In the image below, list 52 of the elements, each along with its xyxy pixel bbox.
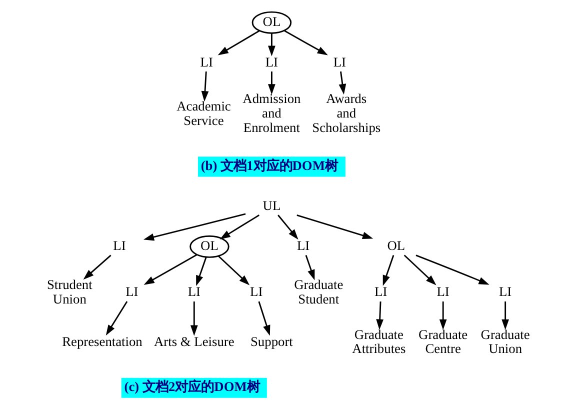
- arrow: [438, 301, 446, 330]
- arrow: [501, 301, 509, 330]
- node-text: LI: [187, 284, 200, 300]
- node-text: Awards and Scholarships: [312, 91, 380, 135]
- arrow: [268, 33, 275, 56]
- arrow: [268, 71, 275, 95]
- node-text: LI: [436, 284, 449, 300]
- arrow: [277, 214, 298, 240]
- node-text: Strudent Union: [46, 276, 92, 306]
- arrow: [190, 301, 198, 336]
- arrow: [143, 254, 197, 285]
- arrow: [196, 257, 206, 286]
- arrow: [82, 254, 111, 280]
- node-text: LI: [200, 54, 212, 70]
- node-text: OL: [386, 238, 405, 254]
- node-text: Support: [250, 334, 292, 349]
- arrow: [142, 213, 246, 241]
- node-text: Representation: [62, 334, 142, 349]
- node-text: LI: [498, 284, 512, 300]
- arrow: [304, 255, 314, 280]
- arrow: [382, 255, 394, 286]
- node-text: Arts & Leisure: [153, 334, 234, 349]
- label: (c) 文档2对应的DOM树: [124, 378, 260, 394]
- node-text: LI: [125, 284, 138, 300]
- arrow: [284, 30, 328, 56]
- node-text: Graduate Student: [294, 276, 343, 306]
- arrow: [218, 256, 250, 286]
- arrow: [403, 254, 436, 286]
- node-ellipse: OL: [189, 235, 229, 258]
- node-text: LI: [296, 238, 310, 254]
- node-text: Graduate Centre: [418, 326, 468, 356]
- arrow: [200, 71, 208, 102]
- arrow: [296, 214, 373, 240]
- node-text: LI: [374, 284, 387, 300]
- arrow: [217, 30, 260, 56]
- node-ellipse: OL: [251, 11, 292, 34]
- arrow: [258, 301, 270, 336]
- node-text: UL: [262, 198, 280, 213]
- node-text: Admission and Enrolment: [242, 91, 300, 135]
- node-text: LI: [250, 284, 262, 300]
- label: (b) 文档1对应的DOM树: [200, 158, 338, 173]
- node-text: Graduate Attributes: [352, 326, 406, 356]
- arrow: [376, 301, 383, 330]
- node-text: LI: [264, 54, 278, 70]
- arrow: [219, 214, 259, 240]
- node-text: Graduate Union: [480, 326, 530, 356]
- arrow: [105, 301, 128, 336]
- node-text: LI: [332, 54, 346, 70]
- arrow: [338, 71, 346, 95]
- arrow: [415, 254, 489, 285]
- node-text: Academic Service: [176, 98, 230, 128]
- node-text: LI: [112, 238, 126, 254]
